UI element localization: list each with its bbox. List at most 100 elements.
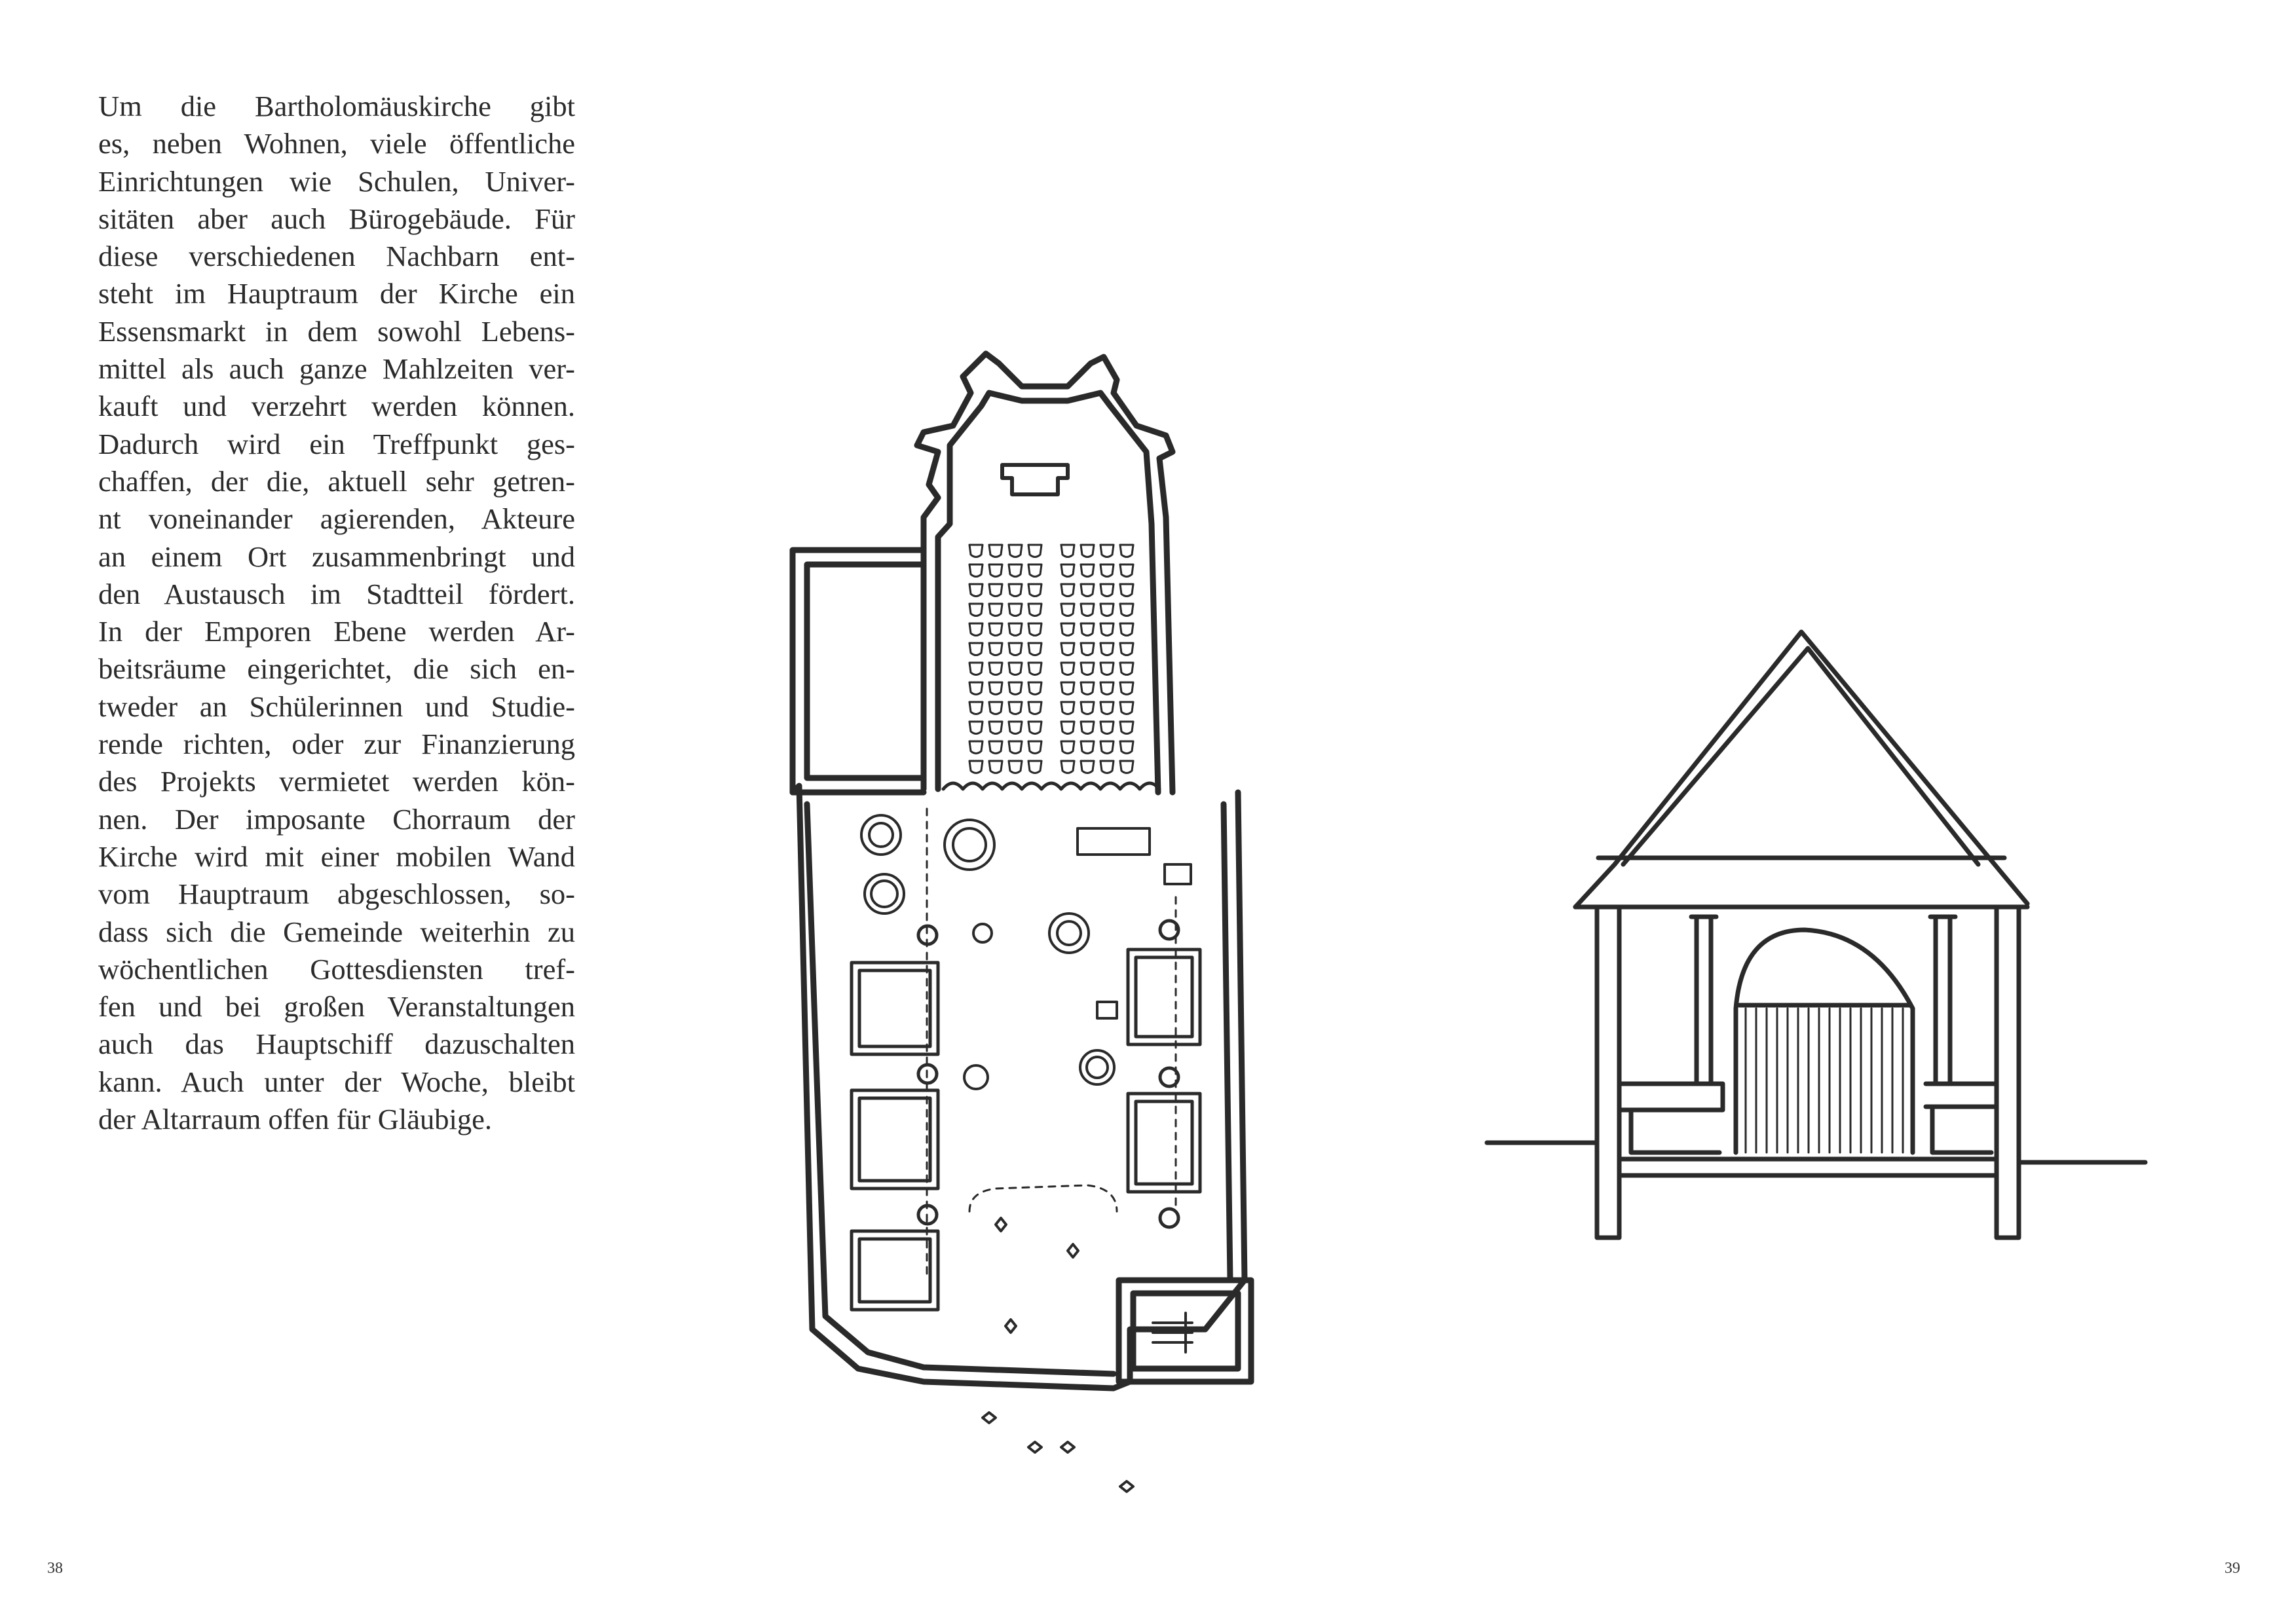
page-number-right: 39 — [2224, 1560, 2240, 1577]
pew-mark — [1007, 701, 1023, 715]
text-line: tweder an Schülerinnen und Studie- — [98, 690, 575, 723]
pew-mark — [1007, 720, 1023, 735]
pew-mark — [1099, 602, 1115, 617]
pew-mark — [1007, 760, 1023, 774]
text-line: Kirche wird mit einer mobilen Wand — [98, 840, 575, 873]
pew-mark — [1060, 622, 1076, 637]
pew-mark — [968, 583, 984, 597]
text-line: kauft und verzehrt werden können. — [98, 390, 575, 423]
pew-mark — [1119, 681, 1135, 695]
pew-mark — [988, 720, 1004, 735]
pew-mark — [1027, 622, 1043, 637]
pew-mark — [968, 740, 984, 754]
pew-mark — [1027, 563, 1043, 578]
pew-mark — [968, 602, 984, 617]
pew-mark — [1007, 563, 1023, 578]
text-line: In der Emporen Ebene werden Ar- — [98, 615, 575, 648]
pew-mark — [1027, 760, 1043, 774]
pew-mark — [1060, 760, 1076, 774]
pew-mark — [988, 583, 1004, 597]
pew-mark — [1099, 544, 1115, 558]
pew-mark — [1119, 544, 1135, 558]
pew-mark — [968, 720, 984, 735]
pew-mark — [988, 563, 1004, 578]
pew-mark — [988, 622, 1004, 637]
pew-mark — [1099, 720, 1115, 735]
pew-mark — [1027, 701, 1043, 715]
pew-mark — [1007, 602, 1023, 617]
pew-mark — [1079, 642, 1095, 656]
pew-mark — [1119, 563, 1135, 578]
pew-mark — [1060, 563, 1076, 578]
page-number-left: 38 — [47, 1560, 63, 1577]
pew-mark — [1099, 681, 1115, 695]
pew-mark — [968, 760, 984, 774]
pew-mark — [1060, 661, 1076, 676]
pew-mark — [1119, 661, 1135, 676]
pew-mark — [1027, 642, 1043, 656]
pew-mark — [1099, 701, 1115, 715]
pew-mark — [1079, 681, 1095, 695]
pew-mark — [1079, 720, 1095, 735]
text-line: Essensmarkt in dem sowohl Lebens- — [98, 314, 575, 348]
text-line: beitsräume eingerichtet, die sich en- — [98, 652, 575, 686]
text-line: an einem Ort zusammenbringt und — [98, 540, 575, 573]
text-line: chaffen, der die, aktuell sehr getren- — [98, 464, 575, 498]
pew-mark — [1060, 642, 1076, 656]
text-line: den Austausch im Stadtteil fördert. — [98, 577, 575, 610]
text-line: wöchentlichen Gottesdiensten tref- — [98, 952, 575, 986]
pew-mark — [1099, 740, 1115, 754]
pew-mark — [1119, 602, 1135, 617]
pew-mark — [1079, 622, 1095, 637]
pew-mark — [1079, 602, 1095, 617]
pew-mark — [1119, 642, 1135, 656]
pew-mark — [1007, 583, 1023, 597]
pew-mark — [1060, 583, 1076, 597]
pew-mark — [1027, 720, 1043, 735]
text-line: mittel als auch ganze Mahlzeiten ver- — [98, 352, 575, 386]
text-line: Um die Bartholomäuskirche gibt — [98, 90, 575, 122]
text-line: nen. Der imposante Chorraum der — [98, 802, 575, 836]
text-line: der Altarraum offen für Gläubige. — [98, 1103, 492, 1136]
text-line: steht im Hauptraum der Kirche ein — [98, 277, 575, 310]
pew-mark — [968, 701, 984, 715]
pew-mark — [1027, 740, 1043, 754]
pew-mark — [968, 642, 984, 656]
text-line: kann. Auch unter der Woche, bleibt — [98, 1065, 575, 1098]
pew-mark — [1119, 720, 1135, 735]
pew-mark — [988, 602, 1004, 617]
pew-mark — [1007, 740, 1023, 754]
pew-mark — [1060, 701, 1076, 715]
text-line: nt voneinander agierenden, Akteure — [98, 502, 575, 536]
pew-mark — [1060, 602, 1076, 617]
text-line: rende richten, oder zur Finanzierung — [98, 728, 575, 761]
pew-mark — [1119, 701, 1135, 715]
text-line: Einrichtungen wie Schulen, Univer- — [98, 164, 575, 198]
pew-mark — [1079, 544, 1095, 558]
pew-mark — [1119, 740, 1135, 754]
pew-mark — [1027, 583, 1043, 597]
pew-mark — [1079, 760, 1095, 774]
pew-mark — [1099, 760, 1115, 774]
pew-mark — [988, 681, 1004, 695]
text-line: sitäten aber auch Bürogebäude. Für — [98, 202, 575, 235]
text-line: auch das Hauptschiff dazuschalten — [98, 1027, 575, 1061]
pew-mark — [1060, 544, 1076, 558]
pew-mark — [988, 740, 1004, 754]
pew-mark — [1060, 720, 1076, 735]
pew-mark — [1099, 563, 1115, 578]
pew-mark — [1079, 701, 1095, 715]
pew-mark — [1119, 760, 1135, 774]
text-line: des Projekts vermietet werden kön- — [98, 765, 575, 798]
pew-mark — [1079, 661, 1095, 676]
text-line: fen und bei großen Veranstaltungen — [98, 990, 575, 1024]
pew-mark — [988, 760, 1004, 774]
pew-mark — [1027, 544, 1043, 558]
pew-mark — [1027, 661, 1043, 676]
pew-mark — [1079, 563, 1095, 578]
right-page: 39 — [1145, 0, 2290, 1624]
